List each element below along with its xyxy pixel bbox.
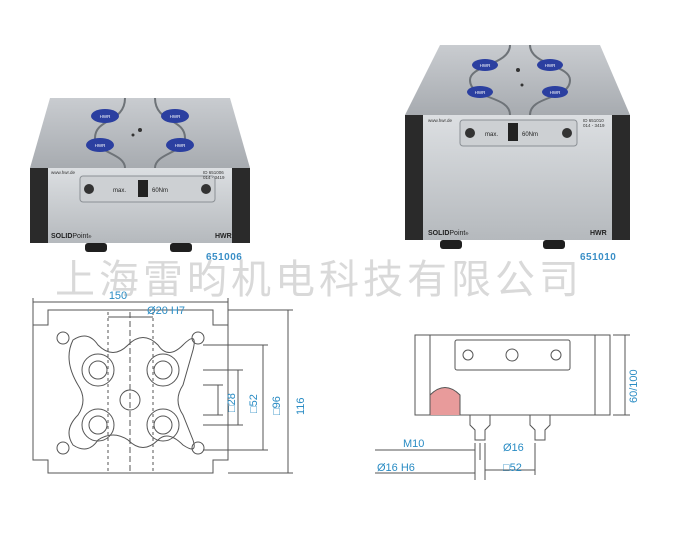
- svg-text:HWR: HWR: [100, 114, 111, 119]
- svg-text:HWR: HWR: [590, 230, 607, 237]
- svg-text:□52: □52: [503, 462, 522, 474]
- svg-text:60Nm: 60Nm: [522, 132, 538, 138]
- svg-text:60Nm: 60Nm: [152, 188, 168, 194]
- product-photo-651010: HWR HWR HWR HWR max. 60Nm www.hwr.de ID …: [405, 44, 630, 249]
- svg-text:max.: max.: [485, 132, 498, 138]
- svg-text:ID 651010: ID 651010: [583, 118, 604, 123]
- svg-text:014 - 3419: 014 - 3419: [583, 123, 605, 128]
- product-id-label: 651010: [580, 252, 617, 263]
- button-blue: HWR: [472, 59, 498, 71]
- svg-text:HWR: HWR: [215, 233, 232, 240]
- svg-text:□96: □96: [271, 396, 283, 415]
- button-blue: HWR: [537, 59, 563, 71]
- svg-text:□28: □28: [226, 393, 238, 412]
- svg-text:HWR: HWR: [95, 143, 106, 148]
- svg-text:HWR: HWR: [475, 90, 486, 95]
- svg-text:HWR: HWR: [170, 114, 181, 119]
- svg-text:www.hwr.de: www.hwr.de: [51, 170, 76, 175]
- svg-text:Ø16 H6: Ø16 H6: [377, 462, 415, 474]
- outline: [32, 309, 229, 474]
- button-blue: HWR: [86, 138, 114, 152]
- button-blue: HWR: [91, 109, 119, 123]
- button-blue: HWR: [542, 86, 568, 98]
- svg-text:HWR: HWR: [550, 90, 561, 95]
- top-face: [30, 98, 250, 168]
- svg-text:HWR: HWR: [175, 143, 186, 148]
- svg-text:SOLIDPoint®: SOLIDPoint®: [428, 230, 468, 237]
- svg-text:HWR: HWR: [545, 63, 556, 68]
- svg-text:60/100: 60/100: [628, 369, 640, 403]
- body-outline: [414, 334, 611, 416]
- product-photo-651006: HWR HWR HWR HWR max. 60Nm www.hwr.de ID …: [30, 97, 250, 252]
- side-view-drawing: 60/100 M10 Ø16 Ø16 H6 □52: [375, 334, 640, 480]
- button-blue: HWR: [467, 86, 493, 98]
- s-curve: [93, 97, 126, 169]
- svg-text:116: 116: [295, 397, 307, 415]
- s-curve: [154, 97, 187, 169]
- company-watermark: 上海雷昀机电科技有限公司: [55, 257, 583, 303]
- svg-text:www.hwr.de: www.hwr.de: [428, 118, 453, 123]
- button-blue: HWR: [161, 109, 189, 123]
- svg-text:Ø20 H7: Ø20 H7: [147, 305, 185, 317]
- svg-text:□52: □52: [248, 394, 260, 413]
- svg-text:Ø16: Ø16: [503, 442, 524, 454]
- svg-text:014 - 3419: 014 - 3419: [203, 175, 225, 180]
- svg-text:HWR: HWR: [480, 63, 491, 68]
- svg-text:SOLIDPoint®: SOLIDPoint®: [51, 233, 91, 240]
- button-blue: HWR: [166, 138, 194, 152]
- top-view-drawing: 150 Ø20 H7 □28 □52 □96 116: [32, 290, 307, 474]
- svg-text:ID 651006: ID 651006: [203, 170, 224, 175]
- svg-text:150: 150: [109, 290, 127, 302]
- svg-text:max.: max.: [113, 188, 126, 194]
- product-id-label: 651006: [206, 252, 243, 263]
- svg-text:M10: M10: [403, 438, 424, 450]
